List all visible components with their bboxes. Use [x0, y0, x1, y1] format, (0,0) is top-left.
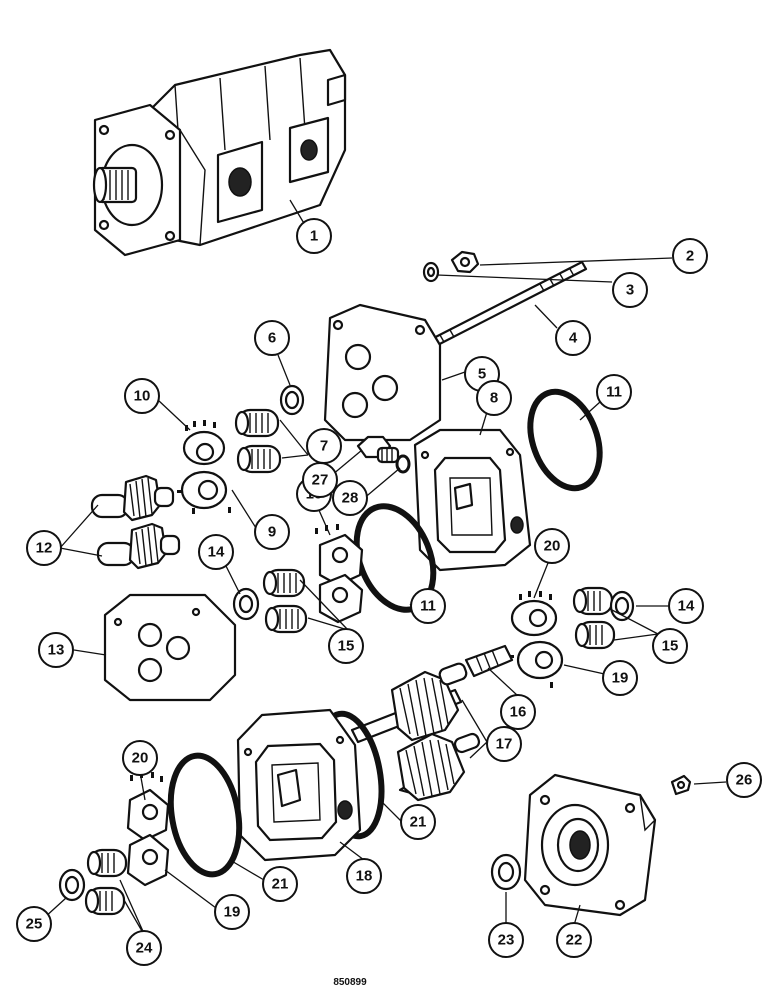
- svg-text:24: 24: [136, 940, 153, 957]
- needle-bearings-lower: [84, 848, 128, 916]
- svg-text:17: 17: [496, 736, 513, 753]
- callout-9: 9: [254, 514, 290, 550]
- needle-bearings-right: [572, 586, 616, 650]
- wear-plate-upper: [177, 420, 231, 514]
- gear-housing-upper: [413, 428, 532, 572]
- callout-21-lower: 21: [262, 866, 298, 902]
- svg-text:14: 14: [208, 544, 225, 561]
- small-o-ring: [395, 454, 411, 474]
- svg-text:4: 4: [569, 330, 578, 347]
- seal-ring-left: [232, 587, 260, 621]
- svg-text:20: 20: [544, 538, 561, 555]
- svg-text:19: 19: [224, 904, 241, 921]
- callout-15-middle: 15: [328, 628, 364, 664]
- callout-16: 16: [500, 694, 536, 730]
- callout-14-left: 14: [198, 534, 234, 570]
- callout-18: 18: [346, 858, 382, 894]
- wear-plate-right: [508, 591, 564, 688]
- svg-text:18: 18: [356, 868, 373, 885]
- grease-fitting: [670, 774, 692, 796]
- callout-6: 6: [254, 320, 290, 356]
- washer: [422, 261, 440, 283]
- needle-bearings-middle: [262, 568, 308, 634]
- callout-23: 23: [488, 922, 524, 958]
- callout-24: 24: [126, 930, 162, 966]
- callout-19-lower: 19: [214, 894, 250, 930]
- svg-text:20: 20: [132, 750, 149, 767]
- svg-text:26: 26: [736, 772, 753, 789]
- wear-plate-middle: [315, 524, 364, 624]
- callout-8: 8: [476, 380, 512, 416]
- callout-4: 4: [555, 320, 591, 356]
- svg-text:16: 16: [510, 704, 527, 721]
- svg-text:11: 11: [420, 598, 436, 615]
- svg-text:3: 3: [626, 282, 634, 299]
- callout-28: 28: [332, 480, 368, 516]
- callouts: 1 2 3 4 5 6 7 8 9 10 10 11 11 12 13 14 1…: [16, 218, 762, 966]
- svg-text:14: 14: [678, 598, 695, 615]
- callout-21-rear: 21: [400, 804, 436, 840]
- callout-22: 22: [556, 922, 592, 958]
- seal-ring-small: [279, 384, 305, 416]
- svg-text:1: 1: [310, 228, 318, 245]
- callout-19-right: 19: [602, 660, 638, 696]
- svg-text:15: 15: [662, 638, 679, 655]
- shaft-seal: [490, 853, 522, 891]
- callout-12: 12: [26, 530, 62, 566]
- callout-15-right: 15: [652, 628, 688, 664]
- svg-text:25: 25: [26, 916, 43, 933]
- svg-text:21: 21: [410, 814, 427, 831]
- mounting-flange: [523, 773, 657, 917]
- pump-assembly: [92, 48, 347, 257]
- callout-20-lower: 20: [122, 740, 158, 776]
- callout-2: 2: [672, 238, 708, 274]
- o-ring-lower-left: [167, 752, 243, 878]
- svg-text:12: 12: [36, 540, 53, 557]
- svg-text:15: 15: [338, 638, 355, 655]
- callout-26: 26: [726, 762, 762, 798]
- svg-text:23: 23: [498, 932, 515, 949]
- callout-17: 17: [486, 726, 522, 762]
- svg-text:7: 7: [320, 438, 328, 455]
- o-ring-upper-right: [527, 388, 603, 492]
- shaft-coupling: [464, 644, 514, 678]
- callout-13: 13: [38, 632, 74, 668]
- svg-text:19: 19: [612, 670, 629, 687]
- seal-ring-lower: [58, 868, 86, 902]
- callout-25: 25: [16, 906, 52, 942]
- svg-text:2: 2: [686, 248, 694, 265]
- callout-11-middle: 11: [410, 588, 446, 624]
- svg-text:27: 27: [312, 472, 329, 489]
- svg-text:8: 8: [490, 390, 498, 407]
- svg-text:5: 5: [478, 366, 486, 383]
- relief-plug: [356, 435, 400, 464]
- wear-plate-lower: [126, 772, 170, 887]
- svg-text:22: 22: [566, 932, 583, 949]
- svg-text:10: 10: [134, 388, 151, 405]
- svg-text:21: 21: [272, 876, 289, 893]
- callout-7: 7: [306, 428, 342, 464]
- svg-text:11: 11: [606, 384, 622, 401]
- callout-20-right: 20: [534, 528, 570, 564]
- nut: [450, 250, 480, 274]
- svg-text:6: 6: [268, 330, 276, 347]
- leader-lines: [43, 199, 727, 939]
- gear-shafts-upper: [90, 474, 181, 570]
- svg-text:13: 13: [48, 642, 65, 659]
- gear-housing-lower: [236, 708, 362, 862]
- drive-gear-shafts: [350, 662, 481, 802]
- callout-10-upper: 10: [124, 378, 160, 414]
- callout-14-right: 14: [668, 588, 704, 624]
- callout-1: 1: [296, 218, 332, 254]
- center-section: [103, 593, 237, 702]
- callout-11-upper: 11: [596, 374, 632, 410]
- end-plate: [323, 303, 442, 442]
- callout-27: 27: [302, 462, 338, 498]
- needle-bearings-upper: [234, 408, 282, 474]
- callout-3: 3: [612, 272, 648, 308]
- svg-text:28: 28: [342, 490, 359, 507]
- drawing-reference-number: 850899: [333, 977, 367, 988]
- svg-text:9: 9: [268, 524, 276, 541]
